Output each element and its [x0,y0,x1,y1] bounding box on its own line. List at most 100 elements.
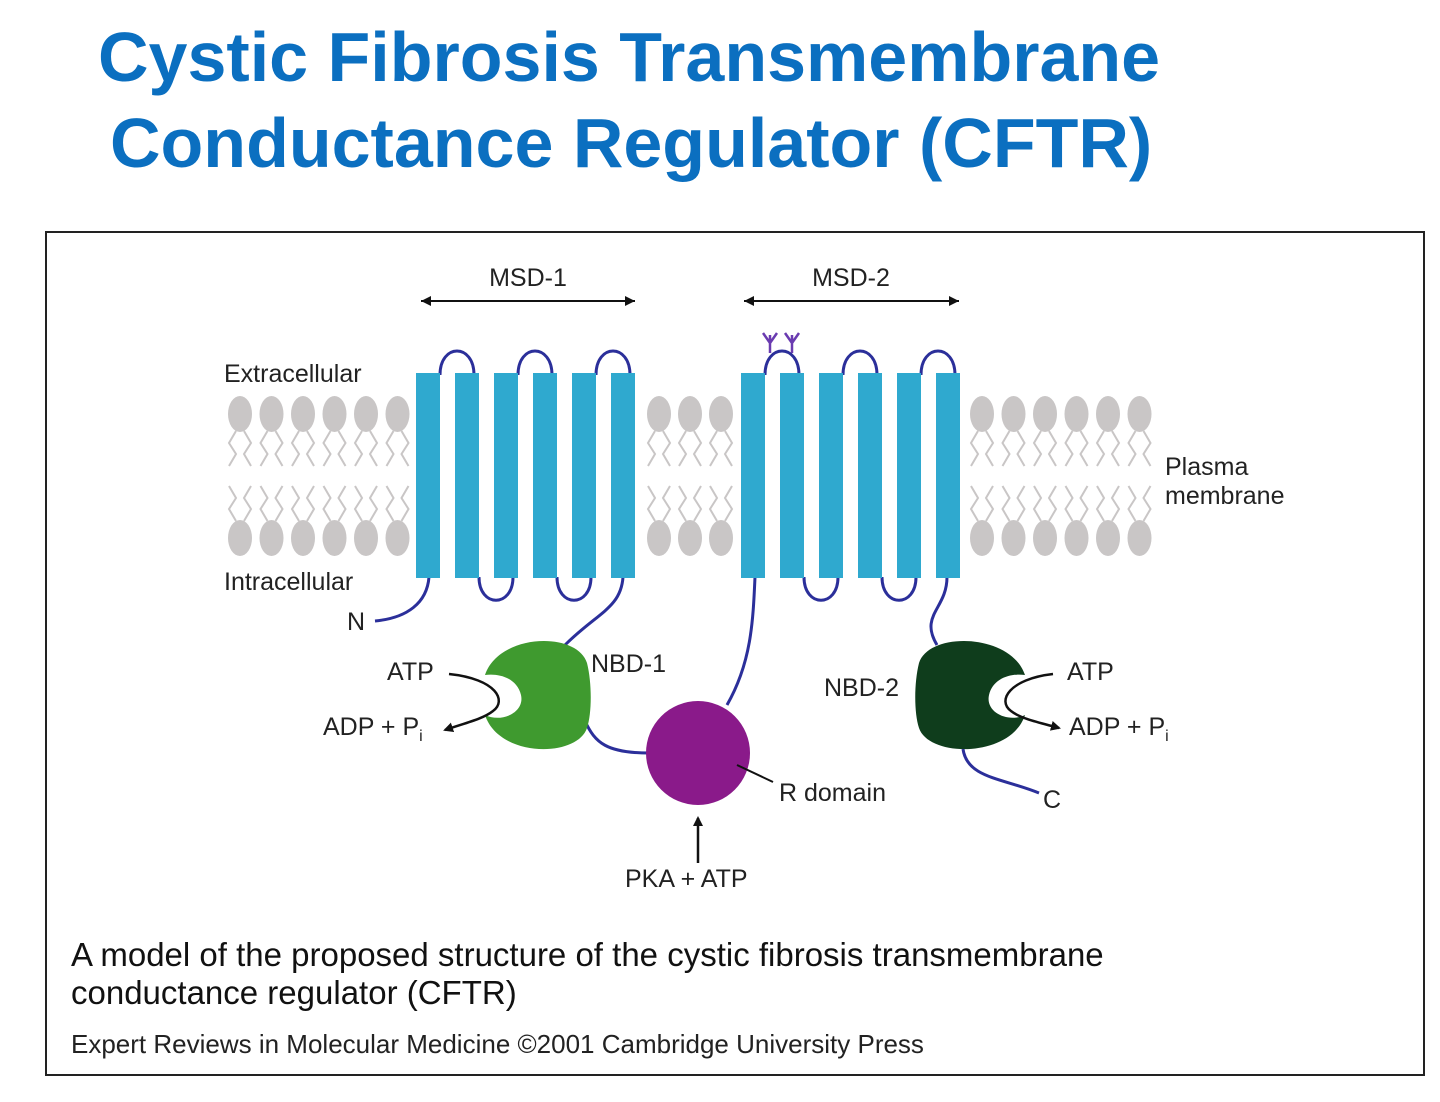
msd-1-extracellular-loop-1 [438,349,476,376]
lipid-head-outer [354,396,378,432]
msd-2-extracellular-loop-2 [841,349,879,376]
msd-2-helix-3 [819,373,843,578]
lipid-tail-outer [646,430,672,467]
nbd-1-adp-subscript: i [419,728,423,745]
msd-1-helix-3 [494,373,518,578]
lipid-tail-outer [1127,430,1152,467]
lipid-head-inner [354,520,378,556]
lipid-head-inner [970,520,994,556]
msd-2-range-arrow [744,296,959,306]
lipid-tail-inner [1127,485,1152,522]
lipid-tail-inner [1032,485,1058,522]
plasma-membrane-label-line-1: Plasma [1165,453,1248,481]
lipid-head-inner [322,520,347,556]
msd-2-intracellular-loop-1 [802,576,840,602]
lipid-tail-inner [385,485,410,522]
msd-1-helix-1 [416,373,440,578]
lipid-tail-outer [385,430,410,467]
lipid-tail-inner [227,485,253,522]
plasma-membrane-label-line-2: membrane [1165,482,1285,510]
nbd-2-domain [915,641,1025,750]
msd-2-extracellular-loop-1 [763,349,801,376]
lipid-head-inner [259,520,284,556]
lipid-tail-inner [353,485,379,522]
c-terminal-tail [961,748,1040,795]
cftr-diagram: MSD-1 MSD-2 [224,264,1285,893]
lipid-head-outer [678,396,702,432]
caption-line-2: conductance regulator (CFTR) [71,974,517,1011]
lipid-tail-inner [1001,485,1026,522]
r-domain-label: R domain [779,779,886,807]
lipid-tail-outer [290,430,316,467]
lipid-head-inner [1001,520,1026,556]
pka-label: PKA + ATP [625,865,748,893]
lipid-tail-outer [322,430,347,467]
msd-1-helices [416,373,635,578]
msd-2-helix-5 [897,373,921,578]
nbd-2-label: NBD-2 [824,674,899,702]
msd-2-helices [741,373,960,578]
msd-2-helix-2 [780,373,804,578]
msd-1-extracellular-loop-3 [594,349,632,376]
nbd-1-adp-text: ADP + P [323,713,419,741]
msd-1-intracellular-loop-2 [555,576,593,602]
msd-1-helix-5 [572,373,596,578]
lipid-tail-outer [1032,430,1058,467]
lipid-tail-outer [677,430,703,467]
nbd-1-domain [485,641,591,750]
lipid-tail-inner [322,485,347,522]
lipid-tail-outer [1095,430,1121,467]
msd-2-helix-4 [858,373,882,578]
lipid-tail-outer [1001,430,1026,467]
lipid-head-inner [647,520,671,556]
nbd-1-adp-label: ADP + Pi [323,713,423,745]
nbd-2-adp-label: ADP + Pi [1069,713,1169,745]
lipid-head-outer [1127,396,1152,432]
lipid-head-outer [259,396,284,432]
r-domain-to-msd-2-linker [725,576,757,706]
lipid-head-inner [385,520,410,556]
msd-1-helix-4 [533,373,557,578]
nbd-1-to-r-domain-linker [583,720,650,755]
r-domain-pointer [736,764,774,783]
lipid-head-outer [970,396,994,432]
glycosylation-branches [761,332,801,353]
msd-2-intracellular-loop-2 [880,576,918,602]
lipid-head-inner [1127,520,1152,556]
intracellular-label: Intracellular [224,568,353,596]
lipid-tail-inner [1064,485,1089,522]
lipid-head-outer [385,396,410,432]
nbd-2-adp-text: ADP + P [1069,713,1165,741]
title-line-1: Cystic Fibrosis Transmembrane [98,18,1161,96]
msd-2-extracellular-loop-3 [919,349,957,376]
lipid-tail-inner [290,485,316,522]
nbd-2-atp-label: ATP [1067,658,1114,686]
r-domain [646,701,750,805]
lipid-tail-outer [227,430,253,467]
nbd-2-adp-subscript: i [1165,728,1169,745]
lipid-head-outer [709,396,733,432]
msd-2-to-nbd-2-linker [929,576,949,646]
lipid-head-outer [647,396,671,432]
lipid-tail-inner [646,485,672,522]
nbd-1-label: NBD-1 [591,650,666,678]
figure-caption: A model of the proposed structure of the… [71,936,1371,1012]
extracellular-label: Extracellular [224,360,362,388]
lipid-bilayer [227,396,1152,556]
lipid-tail-outer [969,430,995,467]
lipid-head-inner [1033,520,1057,556]
msd-1-label: MSD-1 [489,264,567,292]
lipid-tail-inner [677,485,703,522]
lipid-head-inner [291,520,315,556]
lipid-tail-outer [1064,430,1089,467]
lipid-tail-inner [259,485,284,522]
lipid-head-inner [228,520,252,556]
msd-1-helix-6 [611,373,635,578]
lipid-head-outer [1033,396,1057,432]
msd-2-helix-1 [741,373,765,578]
lipid-head-outer [1001,396,1026,432]
lipid-tail-outer [353,430,379,467]
title-line-2: Conductance Regulator (CFTR) [110,104,1153,182]
lipid-tail-inner [1095,485,1121,522]
figure-frame: MSD-1 MSD-2 [45,231,1425,1076]
